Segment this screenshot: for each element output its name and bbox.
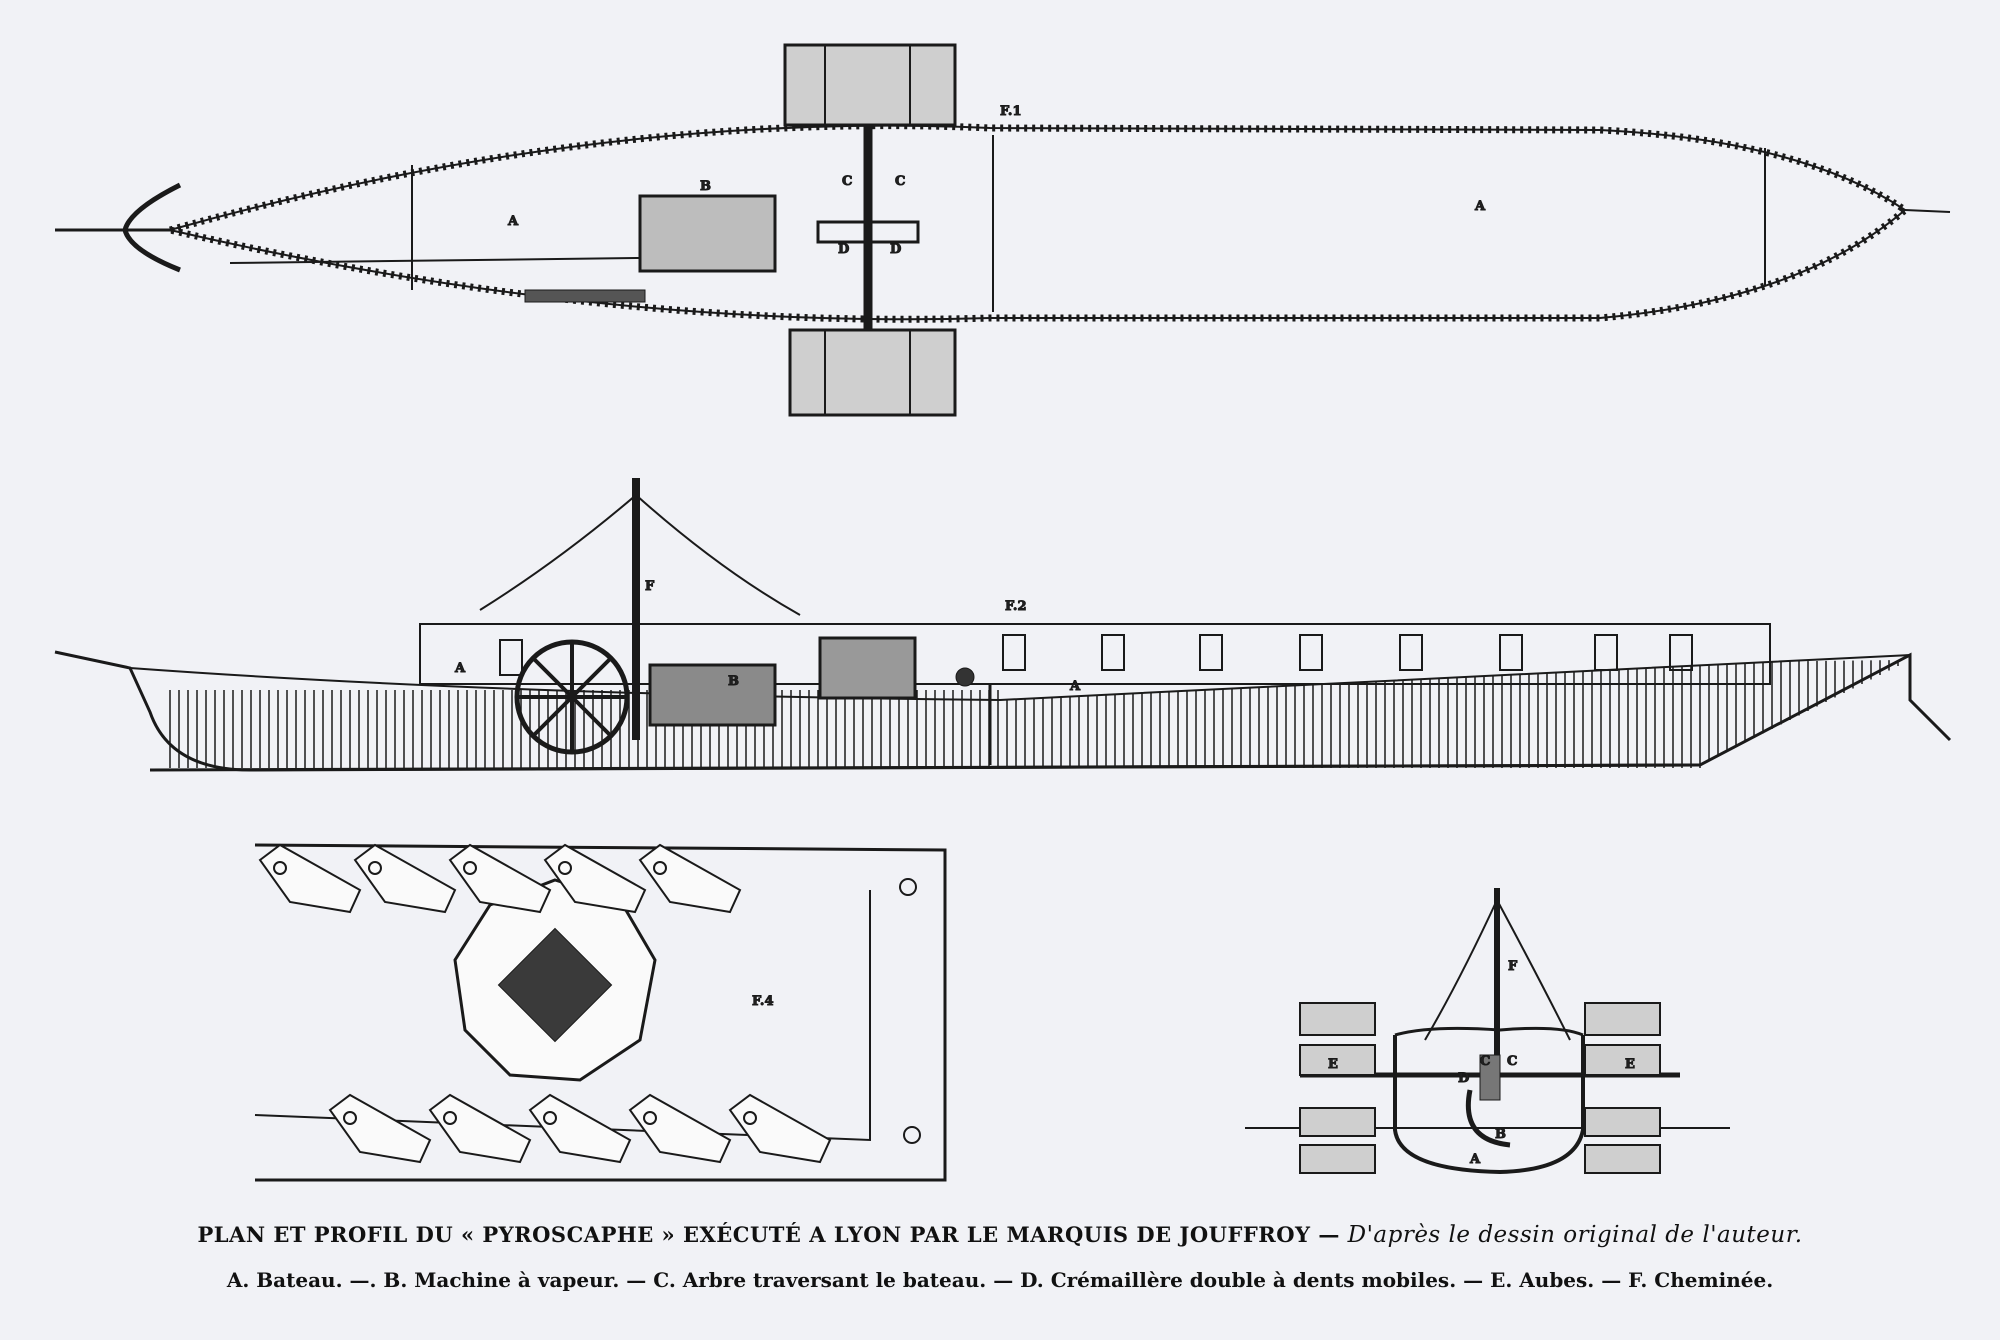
caption-dash: —: [1318, 1222, 1340, 1247]
label-d: D: [890, 242, 901, 257]
label-c: C: [1507, 1054, 1517, 1069]
label-f: F: [1508, 959, 1518, 974]
caption-credit: D'après le dessin original de l'auteur.: [1347, 1222, 1803, 1248]
paddle-wheels-plan: [783, 43, 957, 417]
label-d: D: [1458, 1071, 1469, 1086]
label-a: A: [1069, 679, 1081, 694]
label-f2: F.2: [1005, 599, 1027, 614]
label-f1: F.1: [1000, 104, 1022, 119]
ratchet-tooth: [528, 1093, 632, 1164]
hull-planking: [169, 660, 1899, 768]
ratchet-tooth: [728, 1093, 832, 1164]
plan-view: F.1 A A B C C D D: [55, 43, 1951, 417]
label-b: B: [728, 674, 739, 689]
ratchet-tooth: [353, 843, 457, 914]
ratchet-tooth: [628, 1093, 732, 1164]
ratchet-tooth: [543, 843, 647, 914]
label-a: A: [454, 661, 466, 676]
profile-view: F.2 F A A B: [54, 478, 1952, 772]
label-a: A: [1474, 199, 1486, 214]
ratchet-detail: F.4: [254, 843, 947, 1182]
ratchet-tooth: [428, 1093, 532, 1164]
label-a: A: [507, 214, 519, 229]
label-c: C: [842, 174, 852, 189]
cabin-windows: [499, 634, 1693, 676]
caption-title: PLAN ET PROFIL DU « PYROSCAPHE » EXÉCUTÉ…: [0, 1222, 2000, 1248]
label-b: B: [700, 179, 711, 194]
caption-title-text: PLAN ET PROFIL DU « PYROSCAPHE » EXÉCUTÉ…: [197, 1222, 1311, 1247]
cross-section: F C C D B A E E: [1245, 888, 1730, 1175]
caption-legend: A. Bateau. —. B. Machine à vapeur. — C. …: [226, 1268, 1774, 1292]
label-e: E: [1328, 1057, 1338, 1072]
label-b: B: [1495, 1127, 1506, 1142]
label-d: D: [838, 242, 849, 257]
ratchet-tooth: [258, 843, 362, 914]
paddle-blades: [1299, 1002, 1661, 1174]
label-c: C: [895, 174, 905, 189]
label-a: A: [1469, 1152, 1481, 1167]
label-e: E: [1625, 1057, 1635, 1072]
ratchet-tooth: [328, 1093, 432, 1164]
ratchet-tooth: [638, 843, 742, 914]
label-f: F: [645, 579, 655, 594]
label-c: C: [1480, 1054, 1490, 1069]
label-f4: F.4: [752, 994, 774, 1009]
ratchet-tooth: [448, 843, 552, 914]
